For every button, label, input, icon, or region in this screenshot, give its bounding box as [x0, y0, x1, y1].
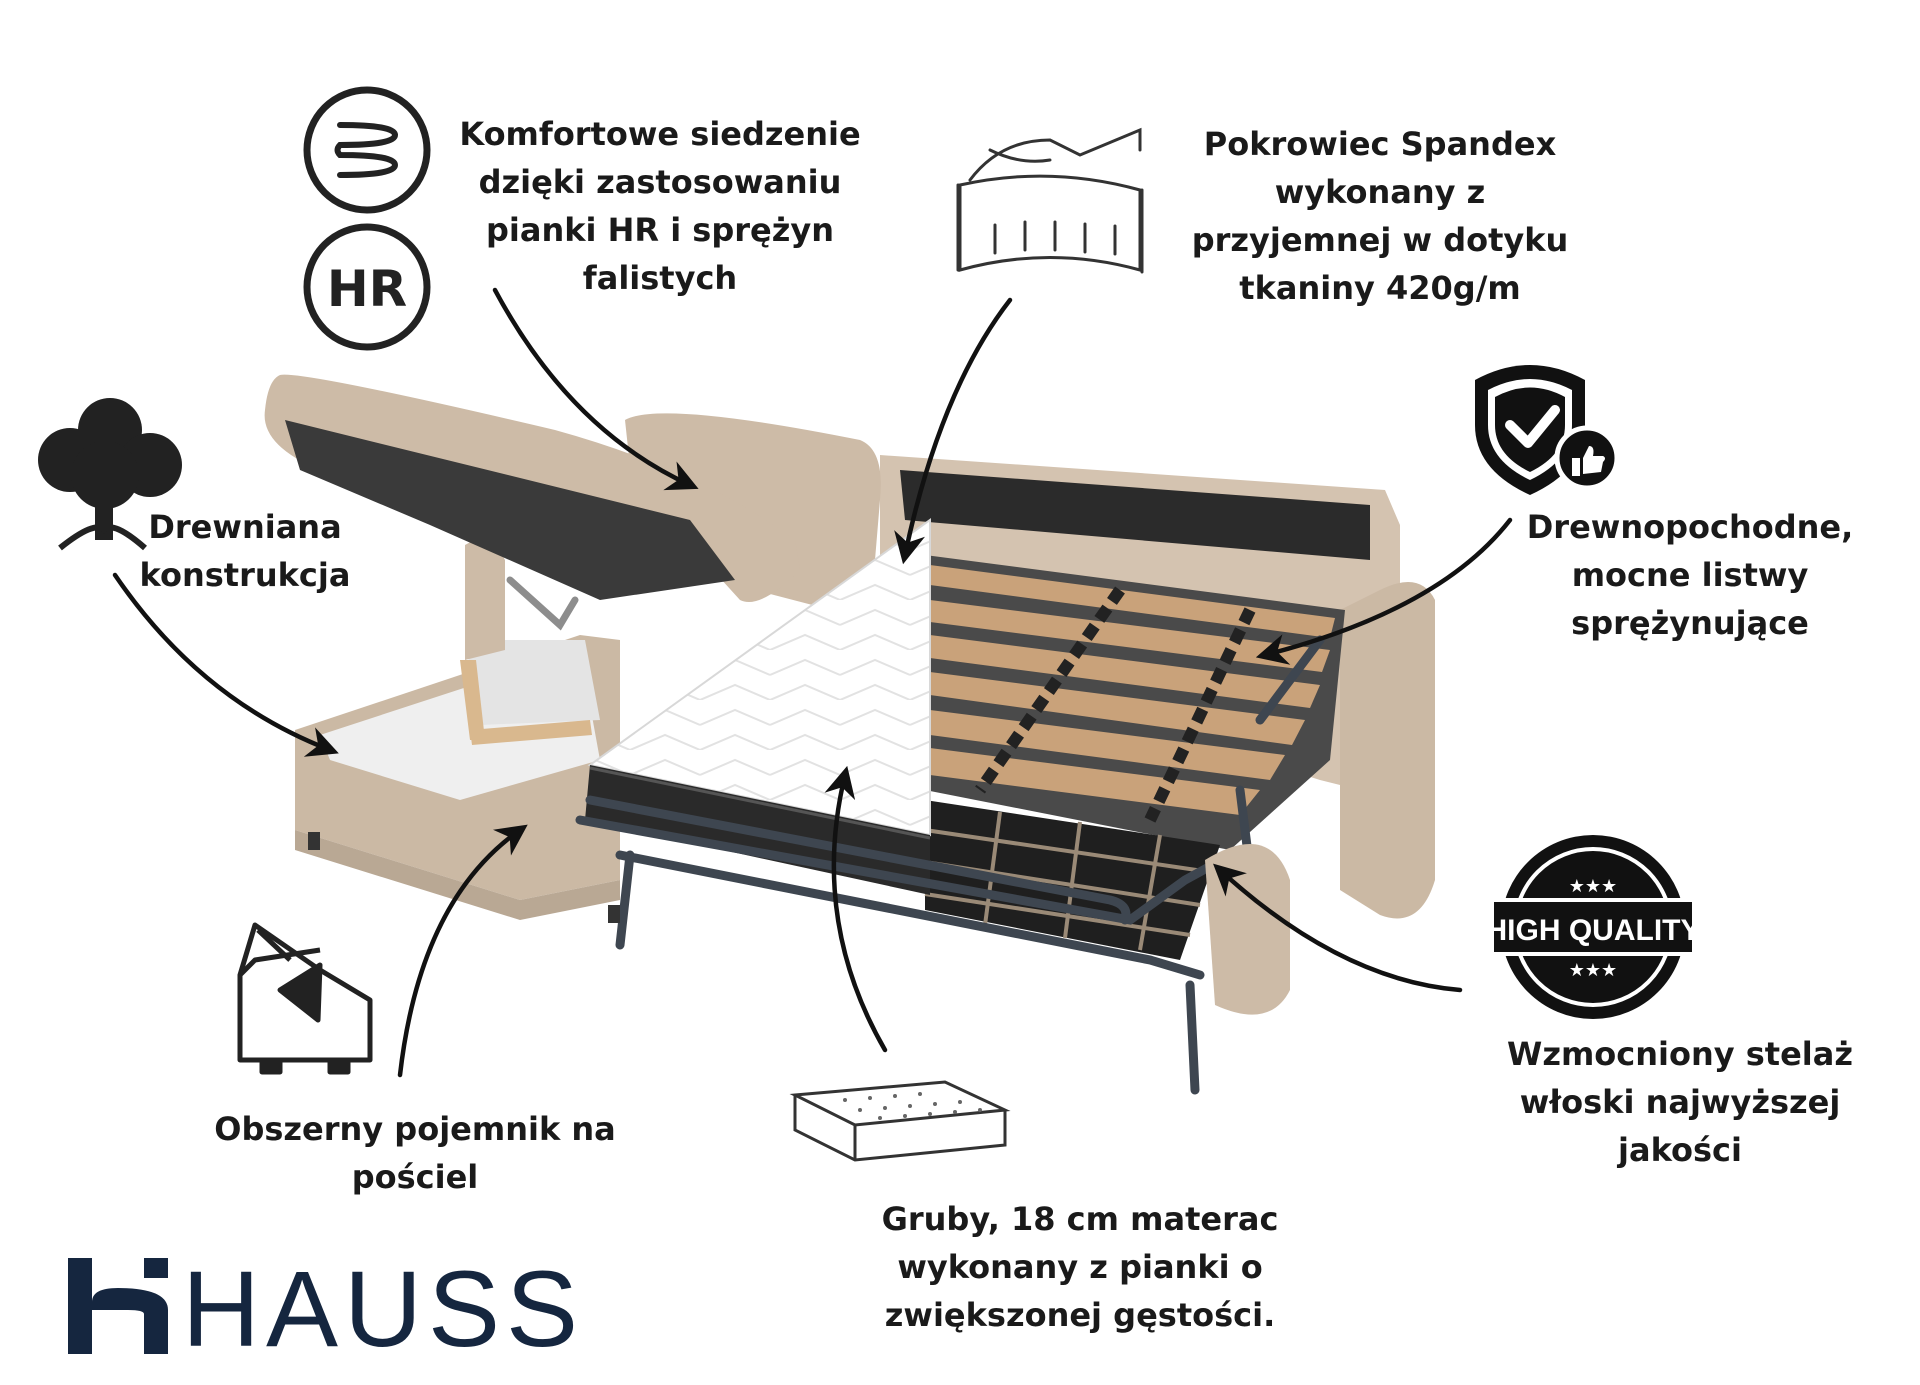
feature-spandex-cover: Pokrowiec Spandex wykonany z przyjemnej … — [1191, 125, 1569, 307]
spring-icon — [303, 86, 431, 214]
hr-badge-icon: HR — [303, 223, 431, 351]
arrow-slats — [1255, 517, 1513, 665]
feature-wood-frame: Drewniana konstrukcja — [139, 508, 351, 594]
arrow-comfort-seat — [492, 287, 699, 491]
hr-badge-text: HR — [327, 260, 407, 318]
arrow-frame — [1213, 863, 1463, 993]
hauss-logo-mark — [68, 1258, 168, 1354]
arrow-storage — [397, 824, 528, 1078]
callout-arrows — [112, 287, 1513, 1078]
high-quality-stars-top: ★★★ — [1569, 876, 1617, 896]
shield-check-icon — [1475, 365, 1620, 495]
feature-mattress: Gruby, 18 cm materac wykonany z pianki o… — [881, 1200, 1279, 1334]
arrow-mattress — [824, 765, 888, 1053]
mattress — [585, 518, 931, 895]
sofa-illustration — [264, 374, 1435, 1095]
storage-box-icon — [237, 922, 373, 1075]
mattress-icon — [789, 1080, 1011, 1162]
high-quality-stars-bottom: ★★★ — [1569, 960, 1617, 980]
arrow-spandex-cover — [894, 297, 1013, 565]
tree-icon — [38, 398, 182, 551]
feature-comfort-seat: Komfortowe siedzenie dzięki zastosowaniu… — [459, 115, 861, 297]
feature-slats: Drewnopochodne, mocne listwy sprężynując… — [1526, 508, 1854, 642]
foam-hand-icon — [956, 127, 1144, 274]
high-quality-badge-text: HIGH QUALITY — [1486, 914, 1701, 947]
arrow-wood-frame — [112, 572, 339, 757]
high-quality-badge-icon: HIGH QUALITY ★★★ ★★★ — [1486, 835, 1701, 1019]
hauss-logo-text: HAUSS — [182, 1248, 585, 1369]
feature-frame: Wzmocniony stelaż włoski najwyższej jako… — [1507, 1035, 1853, 1169]
feature-storage: Obszerny pojemnik na pościel — [214, 1110, 616, 1196]
